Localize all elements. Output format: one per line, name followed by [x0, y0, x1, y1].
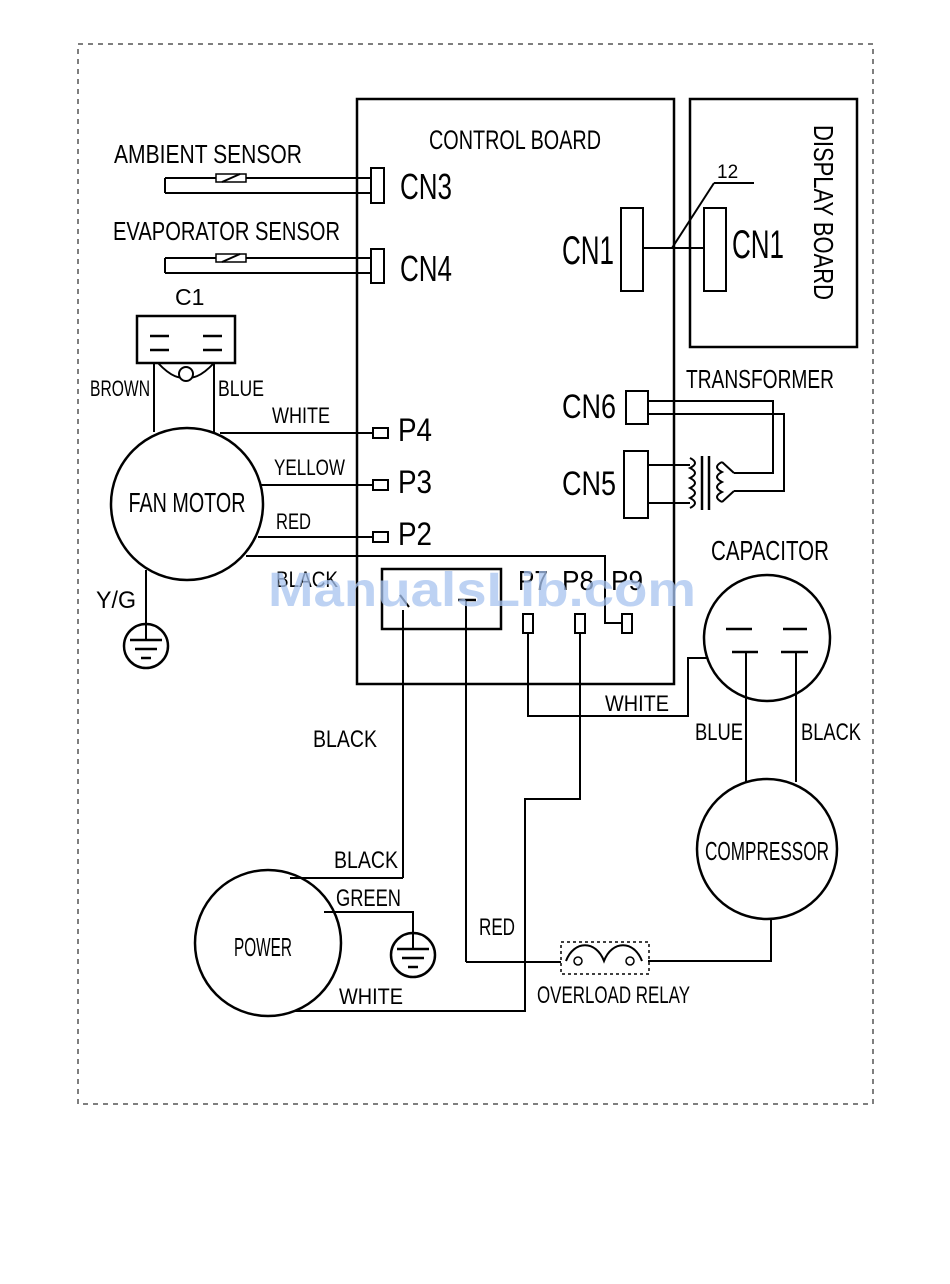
brown-wire-label: BROWN — [90, 376, 150, 401]
c1-capacitor — [137, 316, 235, 363]
fan-motor-label: FAN MOTOR — [129, 487, 246, 518]
cn3-label: CN3 — [400, 166, 452, 207]
control-board-title: CONTROL BOARD — [429, 125, 601, 155]
black-wire-label-power: BLACK — [334, 847, 398, 874]
p3-label: P3 — [398, 464, 432, 500]
wire-count-label: 12 — [717, 162, 738, 183]
capacitor-blue-label: BLUE — [695, 719, 743, 746]
transformer-label: TRANSFORMER — [686, 364, 834, 394]
cn3-connector — [371, 168, 384, 203]
p3-terminal — [373, 480, 388, 490]
cn6-label: CN6 — [562, 388, 616, 426]
capacitor — [704, 575, 830, 701]
transformer-primary-coil — [690, 458, 695, 508]
black-wire-label-vertical: BLACK — [313, 726, 377, 753]
capacitor-label: CAPACITOR — [711, 535, 829, 566]
watermark: ManualsLib.com — [268, 564, 696, 617]
cn1-display-connector — [704, 208, 726, 291]
white-wire-label-board: WHITE — [605, 691, 669, 716]
cn4-connector — [371, 249, 384, 283]
p2-label: P2 — [398, 516, 432, 552]
overload-relay-label: OVERLOAD RELAY — [537, 982, 690, 1009]
p4-terminal — [373, 428, 388, 438]
c1-label: C1 — [175, 284, 204, 310]
red-wire-label-power: RED — [479, 914, 515, 941]
cn1-board-connector — [621, 208, 643, 291]
white-wire-label-power: WHITE — [339, 984, 403, 1009]
display-board-title: DISPLAY BOARD — [808, 125, 839, 300]
transformer-secondary-coil — [717, 462, 722, 502]
cn4-label: CN4 — [400, 248, 452, 289]
yellow-wire-label: YELLOW — [274, 455, 345, 480]
cn1-display-label: CN1 — [732, 223, 784, 267]
power-label: POWER — [234, 932, 292, 962]
p4-label: P4 — [398, 412, 432, 448]
cn5-connector — [624, 451, 648, 518]
ambient-sensor-label: AMBIENT SENSOR — [114, 139, 302, 169]
green-wire-label: GREEN — [336, 885, 401, 912]
fan-ground-label: Y/G — [96, 587, 136, 614]
cn5-label: CN5 — [562, 465, 616, 503]
capacitor-black-label: BLACK — [801, 719, 861, 746]
compressor-label: COMPRESSOR — [705, 836, 829, 866]
cn6-connector — [626, 391, 648, 424]
white-wire-label-fan: WHITE — [272, 403, 330, 428]
evaporator-sensor-label: EVAPORATOR SENSOR — [113, 216, 340, 246]
p2-terminal — [373, 532, 388, 542]
red-wire-label-fan: RED — [276, 509, 311, 534]
cn1-board-label: CN1 — [562, 229, 614, 273]
blue-wire-label-fan: BLUE — [218, 376, 264, 401]
